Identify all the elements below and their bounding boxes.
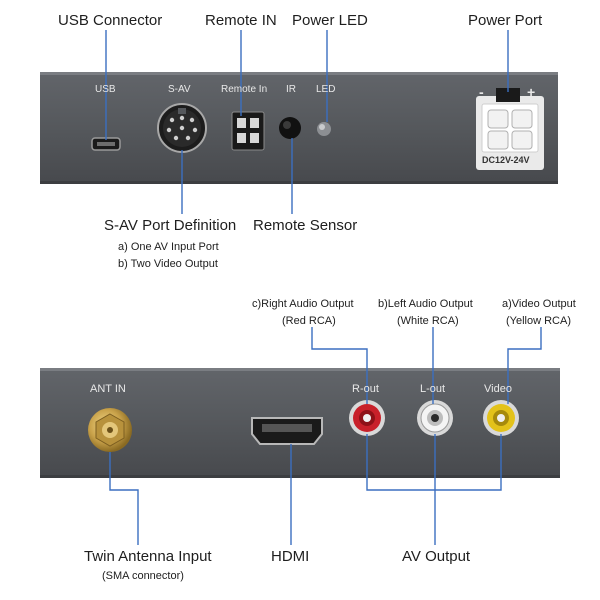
hdmi-port (251, 417, 323, 445)
callout-sav-definition: S-AV Port Definition (104, 217, 237, 234)
callout-twin-antenna: Twin Antenna Input (84, 548, 212, 565)
panel-label-ir: IR (286, 84, 296, 95)
callout-remote-sensor: Remote Sensor (253, 217, 358, 234)
panel-label-l-out: L-out (420, 383, 446, 395)
callout-left-audio: b)Left Audio Output (378, 298, 473, 310)
callout-right-audio-sub: (Red RCA) (282, 315, 336, 327)
sav-note-2: b) Two Video Output (118, 258, 218, 270)
callout-left-audio-sub: (White RCA) (397, 315, 459, 327)
panel-label-dc: DC12V-24V (482, 155, 530, 165)
sav-note-1: a) One AV Input Port (118, 241, 219, 253)
panel-label-remote-in: Remote In (221, 84, 268, 95)
panel-label-plus: + (527, 84, 536, 100)
power-led (317, 122, 331, 136)
ir-sensor (279, 117, 301, 139)
callout-twin-antenna-sub: (SMA connector) (102, 570, 184, 582)
callout-hdmi: HDMI (271, 548, 310, 565)
panel-label-minus: - (479, 84, 484, 100)
panel-label-led: LED (316, 84, 336, 95)
callout-video-output-sub: (Yellow RCA) (506, 315, 572, 327)
callout-usb-connector: USB Connector (58, 12, 163, 29)
sma-connector (88, 408, 132, 452)
rca-yellow (483, 400, 519, 436)
callout-video-output: a)Video Output (502, 298, 576, 310)
rca-white (417, 400, 453, 436)
callout-av-output: AV Output (402, 548, 471, 565)
panel-label-sav: S-AV (168, 84, 191, 95)
remote-in-port (231, 111, 265, 151)
sav-port (157, 103, 207, 153)
callout-power-port: Power Port (468, 12, 543, 29)
rca-red (349, 400, 385, 436)
usb-port (91, 137, 121, 151)
callout-right-audio: c)Right Audio Output (252, 298, 354, 310)
panel-label-r-out: R-out (352, 383, 379, 395)
panel-label-ant-in: ANT IN (90, 383, 126, 395)
panel-label-video: Video (484, 383, 512, 395)
power-port (476, 88, 544, 170)
callout-remote-in: Remote IN (205, 12, 277, 29)
callout-power-led: Power LED (292, 12, 368, 29)
panel-label-usb: USB (95, 84, 116, 95)
